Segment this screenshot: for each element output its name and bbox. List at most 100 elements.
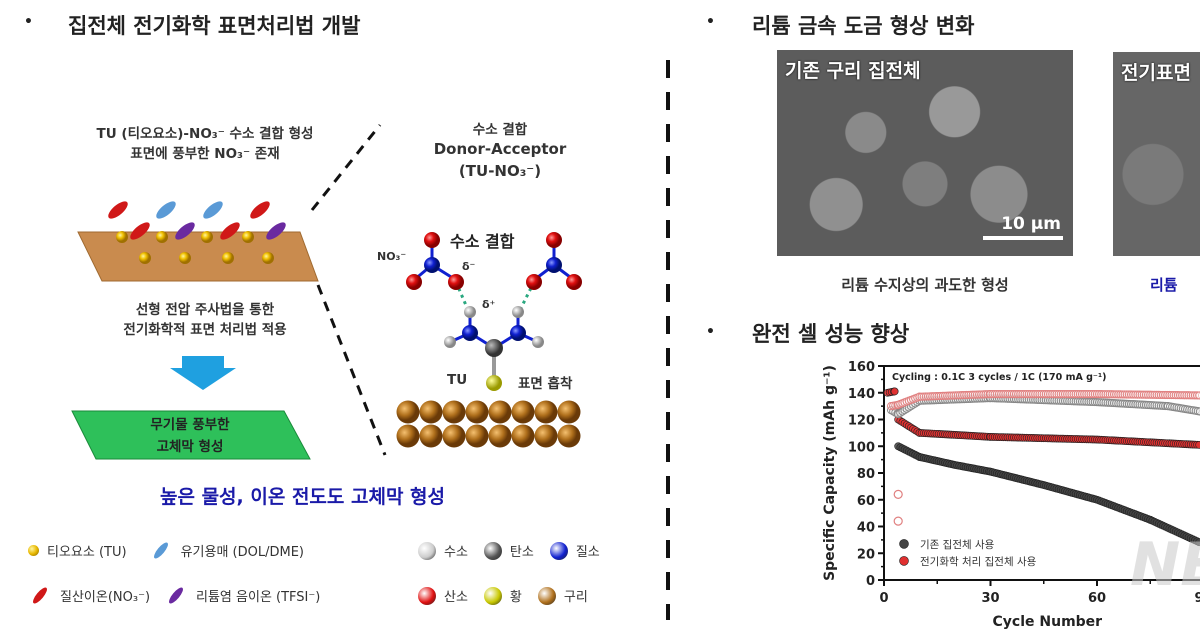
data-point [1195, 407, 1200, 416]
data-point [1184, 391, 1193, 400]
data-point [1173, 391, 1183, 400]
data-point [1003, 389, 1012, 399]
data-point [1063, 389, 1072, 399]
tu-label: TU [447, 372, 468, 388]
data-point [962, 390, 971, 400]
data-point [958, 391, 967, 400]
data-point [970, 390, 979, 399]
series [893, 489, 903, 526]
legend-item: 질산이온(NO₃⁻) [28, 585, 151, 606]
legend-label: 질산이온(NO₃⁻) [60, 590, 151, 605]
data-point [1188, 391, 1197, 400]
chart-annotation: Cycling : 0.1C 3 cycles / 1C (170 mA g⁻¹… [892, 372, 1106, 383]
legend-swatch-icon [549, 541, 568, 560]
data-point [1186, 391, 1195, 400]
data-point [1175, 391, 1185, 400]
data-point [1099, 390, 1108, 399]
copper-atom [534, 424, 558, 448]
legend-swatch-icon [418, 586, 436, 605]
sem-image-treated: 전기표면 [1113, 52, 1200, 256]
x-tick-label: 0 [879, 591, 888, 606]
copper-atom [396, 424, 420, 448]
data-point [1009, 389, 1019, 399]
watermark: NE [1130, 530, 1200, 600]
data-point [1086, 389, 1095, 399]
data-point [1165, 390, 1174, 400]
legend-label: 황 [509, 590, 522, 605]
y-tick-label: 60 [857, 494, 875, 509]
legend-row: 티오요소 (TU)유기용매 (DOL/DME) [28, 540, 304, 561]
data-point [1154, 390, 1163, 399]
left-title: 집전체 전기화학 표면처리법 개발 [68, 14, 361, 38]
data-point [1058, 389, 1068, 399]
chart-legend-label: 전기화학 처리 집전체 사용 [920, 556, 1037, 568]
data-point [1080, 389, 1089, 399]
data-point [921, 392, 930, 401]
data-point [1195, 391, 1200, 400]
right-title-1: 리튬 금속 도금 형상 변화 [752, 14, 975, 38]
data-point [1043, 389, 1053, 399]
data-point [955, 391, 965, 400]
molecule-title-1: 수소 결합 [472, 122, 528, 138]
sem2-caption: 리튬 [1150, 276, 1178, 294]
legend-label: 질소 [575, 545, 600, 560]
data-point [1073, 389, 1082, 399]
copper-atom [396, 400, 420, 424]
data-point [1118, 390, 1127, 399]
data-point [1135, 390, 1144, 399]
legend-item: 산소 [418, 586, 468, 605]
data-point [1109, 390, 1119, 399]
bullet: • [706, 324, 715, 340]
data-point [1092, 389, 1102, 399]
data-point [1031, 389, 1040, 399]
data-point [1097, 390, 1106, 399]
data-point [977, 390, 986, 399]
data-point [943, 391, 952, 400]
data-point [953, 391, 962, 400]
copper-atom [557, 424, 581, 448]
data-point [1156, 390, 1165, 400]
molecule-diagram [396, 232, 582, 448]
data-point [1167, 390, 1176, 400]
process-note-1: 선형 전압 주사법을 통한 [135, 302, 275, 318]
data-point [947, 391, 956, 400]
data-point [994, 389, 1004, 399]
chart-legend-marker [899, 539, 909, 549]
data-point [1195, 538, 1200, 547]
data-point [926, 392, 935, 401]
data-point [1060, 389, 1070, 399]
data-point [1071, 389, 1080, 399]
legend-label: 탄소 [509, 545, 534, 560]
copper-atom [442, 400, 466, 424]
legend-swatch-icon [30, 585, 50, 606]
data-point [990, 389, 999, 399]
data-point [1103, 390, 1112, 399]
data-point [1041, 389, 1050, 399]
data-point [1141, 390, 1151, 399]
data-point [999, 389, 1008, 399]
data-point [1122, 390, 1131, 399]
y-tick-label: 120 [848, 414, 875, 429]
copper-atom [465, 400, 489, 424]
top-note-1: TU (티오요소)-NO₃⁻ 수소 결합 형성 [96, 126, 314, 142]
data-point [1193, 391, 1200, 400]
data-point [1048, 389, 1057, 399]
data-point [988, 389, 997, 399]
data-point [1163, 390, 1172, 400]
data-point [951, 391, 960, 400]
data-point [1129, 390, 1138, 399]
right-title-2: 완전 셀 성능 향상 [752, 322, 910, 346]
data-point [1095, 390, 1104, 399]
data-point [1082, 389, 1091, 399]
legend-swatch-icon [151, 540, 170, 561]
sem-image-conventional: 기존 구리 집전체 10 µm [777, 50, 1073, 256]
data-point [1116, 390, 1125, 399]
legend-swatch-icon [483, 541, 502, 560]
legend-item: 구리 [537, 586, 588, 605]
data-point [1067, 389, 1076, 399]
data-point [923, 392, 933, 401]
data-point [986, 389, 995, 399]
data-point [975, 390, 984, 399]
y-tick-label: 0 [866, 574, 875, 589]
data-point [1190, 391, 1200, 400]
